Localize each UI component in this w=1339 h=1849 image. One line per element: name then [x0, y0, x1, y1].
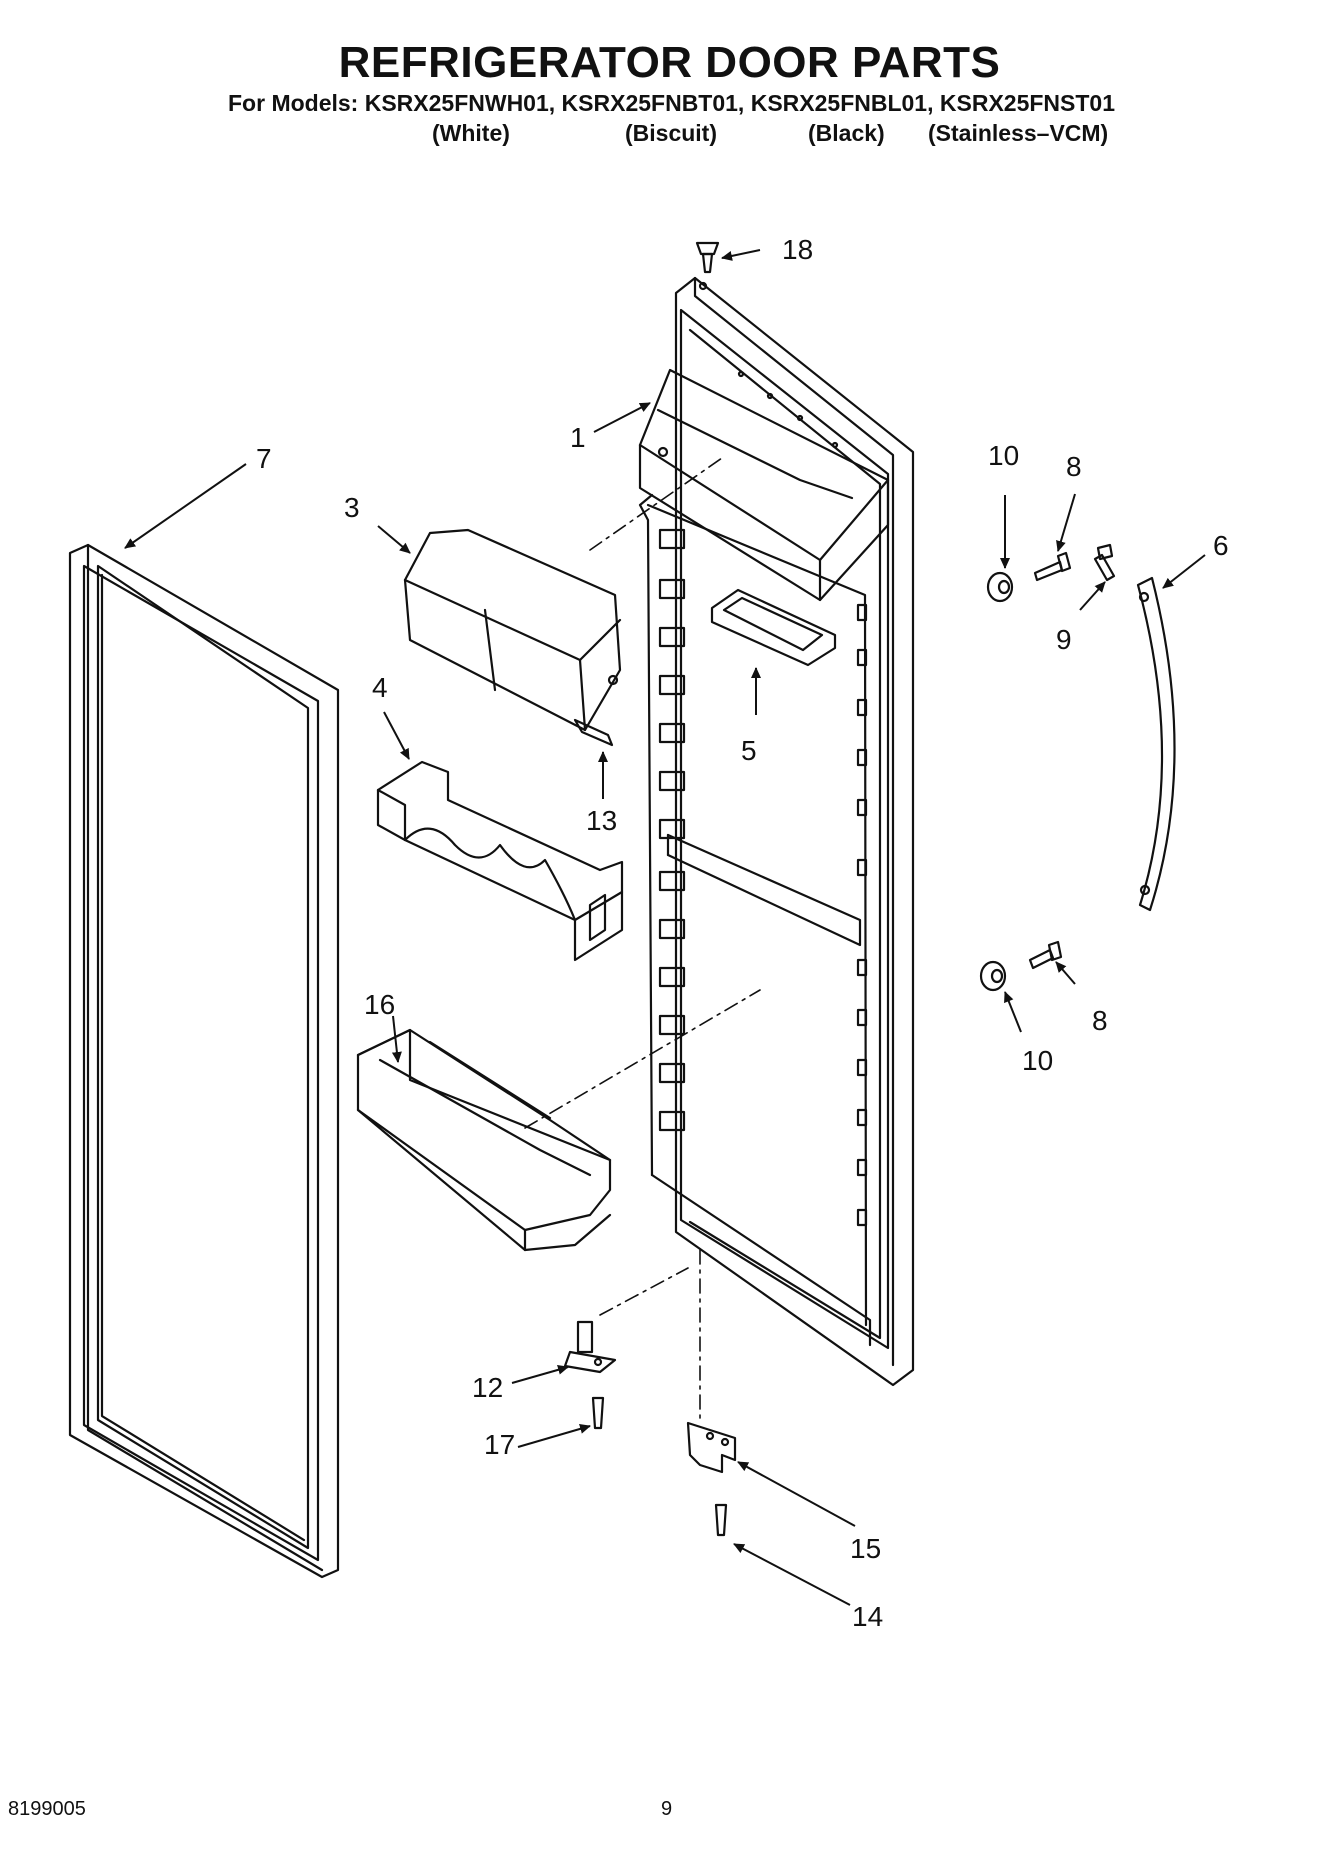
assembly-lines: [524, 457, 761, 1421]
spacer-top: [986, 571, 1014, 603]
hinge-pin: [563, 1320, 617, 1374]
door-liner: [638, 276, 915, 1387]
models-line: For Models: KSRX25FNWH01, KSRX25FNBT01, …: [228, 90, 1115, 116]
callout-1: 1: [570, 422, 586, 453]
screw-9: [1093, 543, 1116, 582]
callout-3: 3: [344, 492, 360, 523]
dairy-door: [403, 528, 622, 747]
callout-10-top: 10: [988, 440, 1019, 471]
bottle-rack: [376, 760, 624, 962]
callout-14: 14: [852, 1601, 883, 1632]
page-title: REFRIGERATOR DOOR PARTS: [338, 38, 1001, 87]
callout-8-top: 8: [1066, 451, 1082, 482]
color-black: (Black): [808, 120, 885, 146]
callout-18: 18: [782, 234, 813, 265]
screw-8-bottom: [1028, 940, 1063, 970]
callout-17: 17: [484, 1429, 515, 1460]
door-gasket: [68, 543, 340, 1579]
callout-16: 16: [364, 989, 395, 1020]
color-biscuit: (Biscuit): [625, 120, 717, 146]
callout-5: 5: [741, 735, 757, 766]
hole-plug: [695, 241, 720, 274]
callout-6: 6: [1213, 530, 1229, 561]
callout-12: 12: [472, 1372, 503, 1403]
screw-8-top: [1033, 551, 1072, 582]
callout-7: 7: [256, 443, 272, 474]
color-stainless: (Stainless–VCM): [928, 120, 1109, 146]
leader-arrows: [124, 249, 1206, 1606]
callout-4: 4: [372, 672, 388, 703]
door-bin: [356, 1028, 612, 1252]
callout-13: 13: [586, 805, 617, 836]
hinge-bracket: [686, 1421, 737, 1474]
spacer-bottom: [979, 960, 1007, 992]
document-number: 8199005: [8, 1798, 86, 1820]
page-number: 9: [661, 1798, 673, 1820]
screw-17: [591, 1396, 605, 1430]
screw-14: [714, 1503, 728, 1537]
color-white: (White): [432, 120, 510, 146]
callout-8-bottom: 8: [1092, 1005, 1108, 1036]
callout-15: 15: [850, 1533, 881, 1564]
door-handle: [1136, 576, 1176, 912]
callout-10-bottom: 10: [1022, 1045, 1053, 1076]
callout-9: 9: [1056, 624, 1072, 655]
small-tray: [710, 588, 837, 667]
